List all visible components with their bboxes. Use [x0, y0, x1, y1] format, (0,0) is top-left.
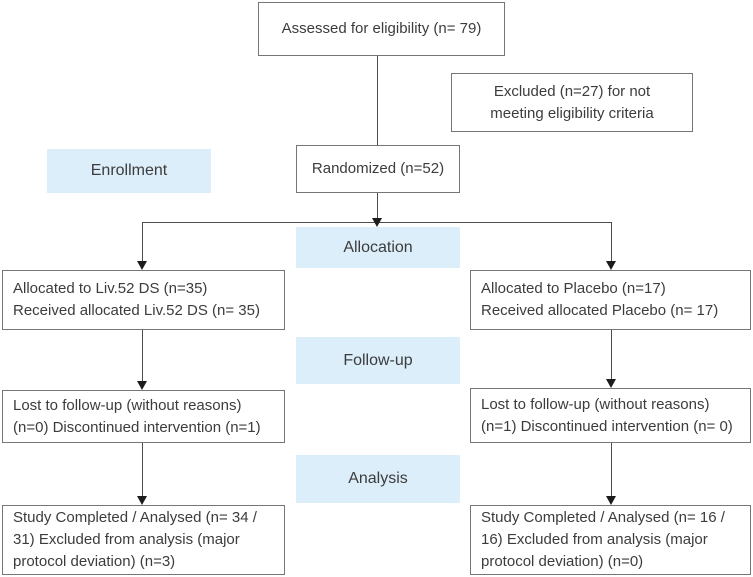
connector-left-followup-to-analysis — [142, 443, 143, 497]
box-text-line: meeting eligibility criteria — [490, 104, 654, 122]
stage-label-enrollment: Enrollment — [47, 149, 211, 193]
arrowhead-right-followup-icon — [606, 379, 616, 388]
box-text-line: (n=1) Discontinued intervention (n= 0) — [481, 417, 733, 435]
box-text-line: Allocated to Liv.52 DS (n=35) — [13, 280, 208, 297]
connector-assessed-to-randomized — [377, 56, 378, 145]
box-text-line: (n=0) Discontinued intervention (n=1) — [13, 418, 261, 436]
box-text-line: Study Completed / Analysed (n= 34 / — [13, 509, 257, 526]
box-assessed-for-eligibility: Assessed for eligibility (n= 79) — [258, 2, 505, 56]
box-text-line: Assessed for eligibility (n= 79) — [281, 20, 482, 37]
stage-label-text: Follow-up — [343, 351, 413, 369]
box-text-line: Allocated to Placebo (n=17) — [481, 280, 666, 297]
arrowhead-right-analysis-icon — [606, 496, 616, 505]
box-followup-liv52: Lost to follow-up (without reasons) (n=0… — [2, 390, 285, 443]
arrowhead-right-allocated-icon — [606, 261, 616, 270]
box-text-line: 16) Excluded from analysis (major — [481, 531, 708, 548]
connector-randomized-stem — [377, 193, 378, 222]
box-analysis-placebo: Study Completed / Analysed (n= 16 / 16) … — [470, 505, 751, 575]
stage-label-text: Allocation — [343, 238, 413, 256]
box-text-line: Received allocated Placebo (n= 17) — [481, 302, 719, 319]
connector-right-followup-to-analysis — [611, 443, 612, 497]
arrowhead-left-allocated-icon — [137, 261, 147, 270]
connector-left-allocation-to-followup — [142, 330, 143, 382]
stage-label-follow-up: Follow-up — [296, 337, 460, 384]
stage-label-allocation: Allocation — [296, 227, 460, 268]
box-allocated-liv52: Allocated to Liv.52 DS (n=35) Received a… — [2, 270, 285, 330]
box-text-line: 31) Excluded from analysis (major — [13, 531, 240, 548]
arrowhead-allocation-icon — [372, 218, 382, 227]
box-allocated-placebo: Allocated to Placebo (n=17) Received all… — [470, 270, 751, 330]
connector-branch-left-drop — [142, 222, 143, 262]
arrowhead-left-analysis-icon — [137, 496, 147, 505]
arrowhead-left-followup-icon — [137, 381, 147, 390]
box-randomized: Randomized (n=52) — [296, 145, 460, 193]
box-text-line: Randomized (n=52) — [311, 160, 445, 177]
stage-label-analysis: Analysis — [296, 455, 460, 503]
box-followup-placebo: Lost to follow-up (without reasons) (n=1… — [470, 388, 751, 443]
stage-label-text: Enrollment — [90, 162, 168, 179]
box-text-line: protocol deviation) (n=3) — [13, 553, 176, 570]
box-text-line: Received allocated Liv.52 DS (n= 35) — [13, 302, 260, 319]
box-text-line: Excluded (n=27) for not — [493, 82, 651, 100]
box-text-line: protocol deviation) (n=0) — [481, 553, 644, 570]
box-excluded: Excluded (n=27) for not meeting eligibil… — [451, 73, 693, 132]
box-text-line: Study Completed / Analysed (n= 16 / — [481, 509, 725, 526]
stage-label-text: Analysis — [348, 470, 408, 487]
box-analysis-liv52: Study Completed / Analysed (n= 34 / 31) … — [2, 505, 285, 575]
box-text-line: Lost to follow-up (without reasons) — [13, 396, 242, 414]
connector-branch-right-drop — [611, 222, 612, 262]
connector-right-allocation-to-followup — [611, 330, 612, 380]
box-text-line: Lost to follow-up (without reasons) — [481, 395, 710, 413]
